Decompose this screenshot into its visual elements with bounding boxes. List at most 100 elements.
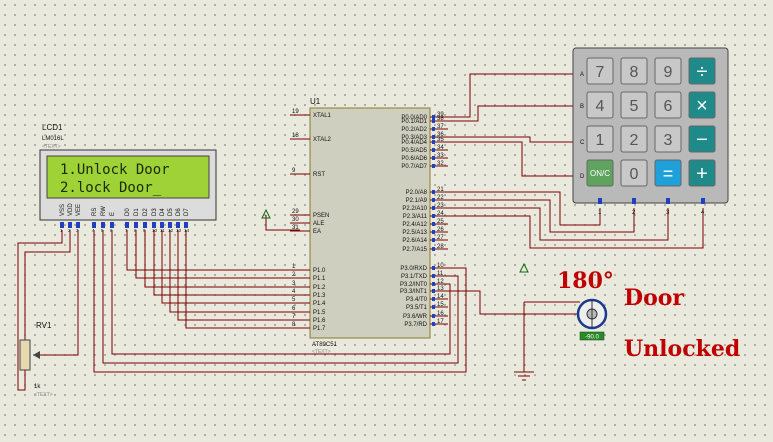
lcd-pin-number: 1 — [60, 228, 63, 233]
mcu-pin-name: P2.1/A9 — [406, 198, 428, 204]
mcu-pin-number: 36 — [437, 132, 444, 138]
keypad-key-label: 9 — [664, 64, 673, 81]
mcu-pin-marker — [432, 230, 435, 234]
potentiometer[interactable]: RV1 1k <TEXT> — [19, 321, 53, 398]
keypad-key[interactable] — [654, 91, 682, 119]
motor-angle-label: 180° — [557, 268, 614, 294]
keypad-col-pin — [632, 198, 636, 204]
keypad-key[interactable] — [620, 125, 648, 153]
mcu-pin-number: 38 — [437, 116, 444, 122]
mcu-pin-number: 6 — [292, 306, 296, 312]
mcu-pin-marker — [432, 214, 435, 218]
lcd-pin-label: RS — [92, 208, 98, 216]
mcu-pin-name: XTAL1 — [313, 113, 332, 119]
mcu-pin-name: P0.4/AD4 — [401, 140, 427, 146]
lcd-ref-label: LCD1 — [42, 123, 63, 132]
mcu-left-pins: 19XTAL118XTAL29RST29PSEN30ALE31EA1P1.02P… — [290, 109, 332, 332]
mcu-pin-name: P3.4/T0 — [406, 297, 428, 303]
keypad-key[interactable] — [586, 91, 614, 119]
mcu-pin-number: 23 — [437, 203, 444, 209]
mcu-pin-number: 4 — [292, 289, 296, 295]
keypad-key[interactable] — [688, 125, 716, 153]
lcd-pin-vdd — [68, 222, 72, 228]
mcu-pin-number: 30 — [292, 217, 299, 223]
lcd-pin-number: 9 — [143, 228, 146, 233]
lcd-line-1: 1.Unlock Door — [60, 162, 170, 178]
mcu-pin-marker — [432, 127, 435, 131]
mcu-pin-marker — [432, 247, 435, 251]
mcu-pin-marker — [432, 305, 435, 309]
lcd-pin-label: D0 — [125, 208, 131, 216]
mcu-pin-number: 29 — [292, 209, 299, 215]
lcd-pin-vss — [60, 222, 64, 228]
lcd-pin-number: 7 — [125, 228, 128, 233]
lcd-pin-label: VSS — [60, 204, 66, 216]
keypad-key[interactable] — [586, 159, 614, 187]
keypad-key[interactable] — [688, 57, 716, 85]
mcu-pin-marker — [432, 119, 435, 123]
lcd-pin-d6 — [176, 222, 180, 228]
keypad-key[interactable] — [620, 91, 648, 119]
servo-motor[interactable]: -90.0 — [576, 298, 608, 341]
mcu-chip[interactable]: U1 AT89C51 <TEXT> 19XTAL118XTAL29RST29PS… — [290, 97, 448, 355]
mcu-pin-number: 22 — [437, 195, 444, 201]
mcu-pin-number: 37 — [437, 124, 444, 130]
keypad-key-label: ON/C — [590, 169, 610, 178]
lcd-pin-number: 12 — [168, 228, 174, 233]
keypad-key-label: 5 — [630, 98, 639, 115]
lcd-part-label: LM016L — [42, 136, 64, 142]
keypad-key[interactable] — [688, 159, 716, 187]
mcu-pin-name: P3.7/RD — [404, 322, 427, 328]
mcu-pin-marker — [432, 282, 435, 286]
keypad-key[interactable] — [620, 159, 648, 187]
mcu-pin-number: 15 — [437, 302, 444, 308]
keypad-key[interactable] — [654, 125, 682, 153]
lcd-pin-number: 13 — [176, 228, 182, 233]
mcu-pin-number: 33 — [437, 153, 444, 159]
status-door: Door — [624, 285, 684, 311]
mcu-ref-label: U1 — [310, 97, 321, 106]
mcu-pin-marker — [432, 266, 435, 270]
keypad-key[interactable] — [654, 57, 682, 85]
mcu-pin-number: 8 — [292, 322, 296, 328]
mcu-pin-number: 2 — [292, 272, 296, 278]
lcd-line-2: 2.lock Door_ — [60, 180, 162, 196]
lcd-pins: VSS1VDD2VEE3RS4RW5E6D07D18D29D310D411D51… — [60, 203, 190, 233]
keypad-key[interactable] — [586, 125, 614, 153]
lcd-pin-label: VDD — [68, 203, 74, 216]
lcd-pin-number: 2 — [68, 228, 71, 233]
mcu-pin-name: P1.4 — [313, 301, 326, 307]
mcu-pin-number: 32 — [437, 161, 444, 167]
mcu-pin-marker — [432, 140, 435, 144]
lcd-pin-label: D3 — [152, 208, 158, 216]
mcu-pin-name: ALE — [313, 221, 324, 227]
lcd-pin-rw — [101, 222, 105, 228]
mcu-pin-marker — [432, 164, 435, 168]
lcd-screen — [46, 155, 210, 199]
mcu-pin-name: P2.2/A10 — [402, 206, 427, 212]
keypad-key-label: = — [663, 163, 674, 183]
mcu-pin-name: P0.3/AD3 — [401, 135, 427, 141]
keypad-col-label: 1 — [598, 210, 602, 216]
lcd-module[interactable]: 1.Unlock Door 2.lock Door_ LCD1 LM016L <… — [39, 123, 217, 233]
keypad-col-pin — [666, 198, 670, 204]
keypad-key[interactable] — [620, 57, 648, 85]
mcu-pin-number: 11 — [437, 271, 444, 277]
mcu-pin-name: P1.3 — [313, 293, 326, 299]
keypad-row-label: D — [580, 174, 585, 180]
mcu-pin-number: 3 — [292, 281, 296, 287]
keypad-key-label: + — [696, 163, 708, 185]
mcu-pin-marker — [432, 322, 435, 326]
keypad-col-pin — [598, 198, 602, 204]
mcu-pin-name: P1.2 — [313, 285, 326, 291]
mcu-pin-marker — [432, 297, 435, 301]
keypad-key[interactable] — [654, 159, 682, 187]
keypad-key[interactable] — [586, 57, 614, 85]
keypad-key[interactable] — [688, 91, 716, 119]
pot-ref-label: RV1 — [36, 321, 52, 330]
mcu-pin-marker — [432, 289, 435, 293]
mcu-pin-name: P1.6 — [313, 318, 326, 324]
